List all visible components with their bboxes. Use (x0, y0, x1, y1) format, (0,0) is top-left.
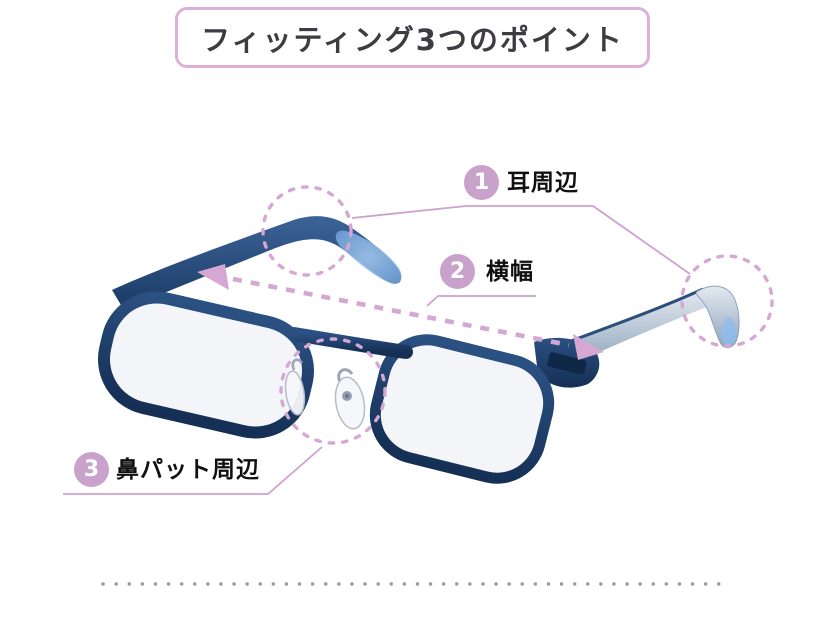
left-nosepad (284, 370, 306, 416)
ear-area-circle-right (680, 254, 774, 348)
width-arrowhead-right-icon (573, 334, 604, 360)
right-nosepad-arm (337, 368, 354, 383)
callout-3-number: 3 (83, 457, 100, 482)
callout-3-label: 鼻パット周辺 (116, 457, 260, 483)
callout-2-badge: 2 (440, 254, 475, 289)
callout-1-label: 耳周辺 (507, 170, 579, 196)
annotations (63, 185, 774, 586)
left-nosepad-arm (291, 358, 304, 371)
title-box: フィッティング3つのポイント (175, 7, 650, 68)
right-temple-tip-icon (721, 317, 737, 345)
left-temple (112, 216, 402, 310)
left-temple-tip-icon (335, 230, 402, 284)
callout-1-number: 1 (473, 170, 490, 195)
right-lens (369, 334, 555, 484)
callout-2-number: 2 (449, 259, 466, 284)
right-nosepad-screw-center (345, 394, 349, 398)
width-arrow (197, 264, 604, 360)
callout-1-connector (351, 205, 691, 275)
page-title: フィッティング3つのポイント (201, 22, 624, 57)
callout-1-badge: 1 (464, 165, 499, 200)
callout-3-badge: 3 (74, 452, 109, 487)
width-arrowhead-left-icon (197, 264, 229, 290)
left-lens (97, 291, 315, 439)
callout-3-connector (63, 446, 323, 495)
nosepad-area-circle (279, 337, 387, 445)
glasses-figure (97, 216, 740, 484)
right-nosepad (334, 376, 366, 430)
callout-2-connector (426, 295, 536, 307)
callout-2-label: 横幅 (486, 259, 534, 285)
bridge (287, 327, 413, 359)
ear-area-circle-left (261, 185, 353, 277)
right-hinge (547, 352, 587, 375)
width-arrow-line (232, 276, 570, 348)
